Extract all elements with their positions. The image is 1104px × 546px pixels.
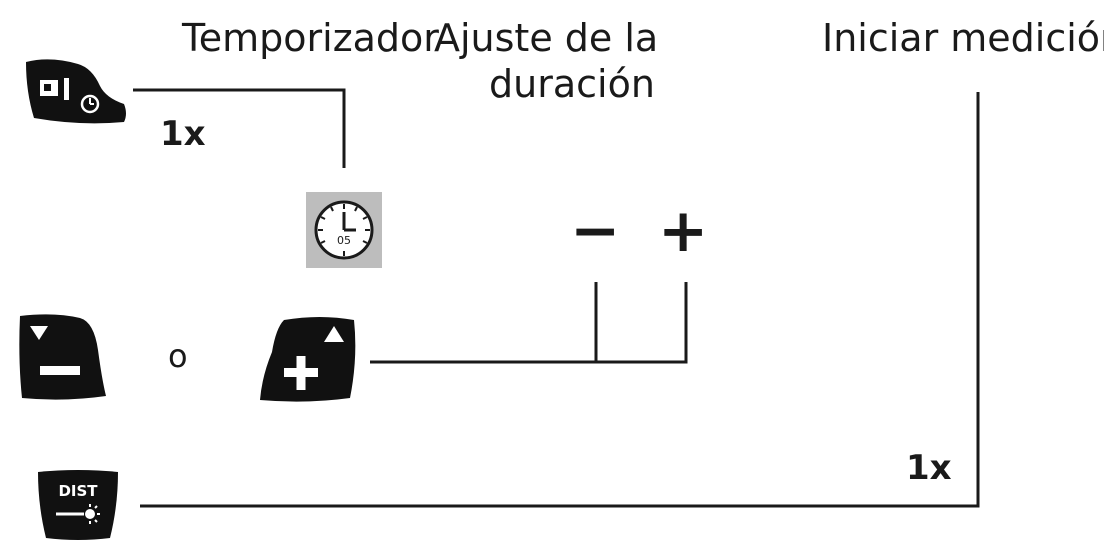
- clock-icon: [80, 94, 100, 114]
- adjust-connector: [370, 282, 688, 364]
- down-triangle-icon: [30, 326, 48, 340]
- start-press-count: 1x: [906, 448, 952, 488]
- dist-label: DIST: [58, 482, 98, 500]
- or-text: o: [168, 337, 188, 375]
- dist-button[interactable]: DIST: [34, 466, 122, 542]
- laser-icon: [56, 504, 100, 524]
- timer-label: Temporizador: [182, 16, 439, 60]
- minus-icon: [40, 366, 80, 375]
- duration-label-line2: duración: [489, 62, 655, 106]
- start-measurement-label: Iniciar medición: [822, 16, 1104, 60]
- duration-label-line1: Ajuste de la: [434, 16, 659, 60]
- timer-display-icon: 05: [306, 192, 382, 268]
- timer-press-count: 1x: [160, 114, 206, 154]
- plus-icon: [284, 356, 318, 390]
- up-triangle-icon: [324, 326, 344, 342]
- timer-function-button[interactable]: [20, 52, 130, 126]
- plus-button[interactable]: [250, 312, 362, 404]
- plus-symbol: +: [658, 196, 709, 266]
- device-icon: [40, 78, 69, 100]
- minus-button[interactable]: [14, 310, 110, 402]
- start-connector: [140, 92, 980, 508]
- timer-display-value: 05: [337, 234, 351, 247]
- timer-connector: [133, 88, 346, 168]
- minus-symbol: −: [570, 196, 621, 266]
